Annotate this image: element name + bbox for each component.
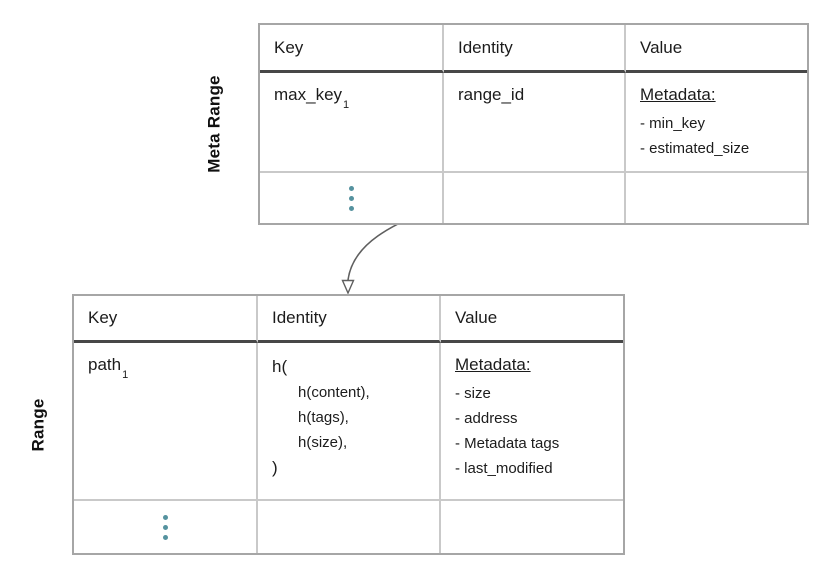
ellipsis-dot — [162, 534, 168, 540]
header-identity-label: Identity — [458, 37, 513, 57]
metadata-item: - address — [455, 410, 518, 428]
meta-range-cell-value: Metadata: - min_key - estimated_size — [626, 73, 807, 173]
hash-arg: h(size), — [298, 434, 348, 451]
range-label-text: Range — [28, 398, 47, 451]
hash-arg: h(tags), — [298, 409, 349, 426]
meta-range-cell-key: max_key1 — [260, 73, 444, 173]
metadata-item: - size — [455, 385, 491, 403]
range-cell-identity: h( h(content), h(tags), h(size), ) — [258, 343, 441, 501]
metadata-item: - last_modified — [455, 460, 553, 478]
ellipsis-dot — [348, 195, 354, 201]
range-table-label: Range — [20, 294, 56, 555]
arrowhead-icon — [341, 279, 355, 295]
range-empty-cell — [258, 501, 441, 553]
range-ellipsis-cell — [74, 501, 258, 553]
header-identity-label: Identity — [272, 308, 327, 327]
key-text: max_key — [274, 85, 343, 104]
metadata-heading: Metadata: — [640, 85, 716, 104]
ellipsis-dot — [348, 205, 354, 211]
meta-range-label-text: Meta Range — [205, 75, 225, 173]
meta-range-empty-cell — [626, 173, 807, 223]
hash-open: h( — [272, 357, 288, 376]
ellipsis-dot — [162, 514, 168, 520]
range-empty-cell — [441, 501, 623, 553]
hash-close: ) — [272, 458, 278, 477]
range-header-value: Value — [441, 296, 623, 343]
meta-range-header-value: Value — [626, 25, 807, 73]
key-text: path — [88, 355, 122, 374]
meta-range-ellipsis-cell — [260, 173, 444, 223]
header-key-label: Key — [274, 37, 304, 57]
meta-range-table-label: Meta Range — [197, 23, 233, 225]
metadata-heading: Metadata: — [455, 355, 531, 374]
meta-range-header-key: Key — [260, 25, 444, 73]
range-table: Key Identity Value path1 h( h(content), … — [72, 294, 625, 555]
range-header-identity: Identity — [258, 296, 441, 343]
range-cell-key: path1 — [74, 343, 258, 501]
ellipsis-dot — [162, 524, 168, 530]
ellipsis-dot — [348, 185, 354, 191]
metadata-item: - Metadata tags — [455, 435, 560, 453]
metadata-item: - estimated_size — [640, 140, 750, 158]
range-header-key: Key — [74, 296, 258, 343]
metadata-item: - min_key — [640, 115, 706, 133]
hash-arg: h(content), — [298, 384, 370, 401]
meta-range-header-identity: Identity — [444, 25, 626, 73]
range-cell-value: Metadata: - size - address - Metadata ta… — [441, 343, 623, 501]
meta-range-cell-identity: range_id — [444, 73, 626, 173]
key-subscript: 1 — [343, 99, 350, 112]
header-value-label: Value — [640, 37, 683, 57]
header-value-label: Value — [455, 308, 498, 327]
meta-range-table: Key Identity Value max_key1 range_id Met… — [258, 23, 809, 225]
key-subscript: 1 — [122, 369, 129, 382]
identity-text: range_id — [458, 85, 525, 104]
header-key-label: Key — [88, 308, 118, 327]
meta-range-empty-cell — [444, 173, 626, 223]
